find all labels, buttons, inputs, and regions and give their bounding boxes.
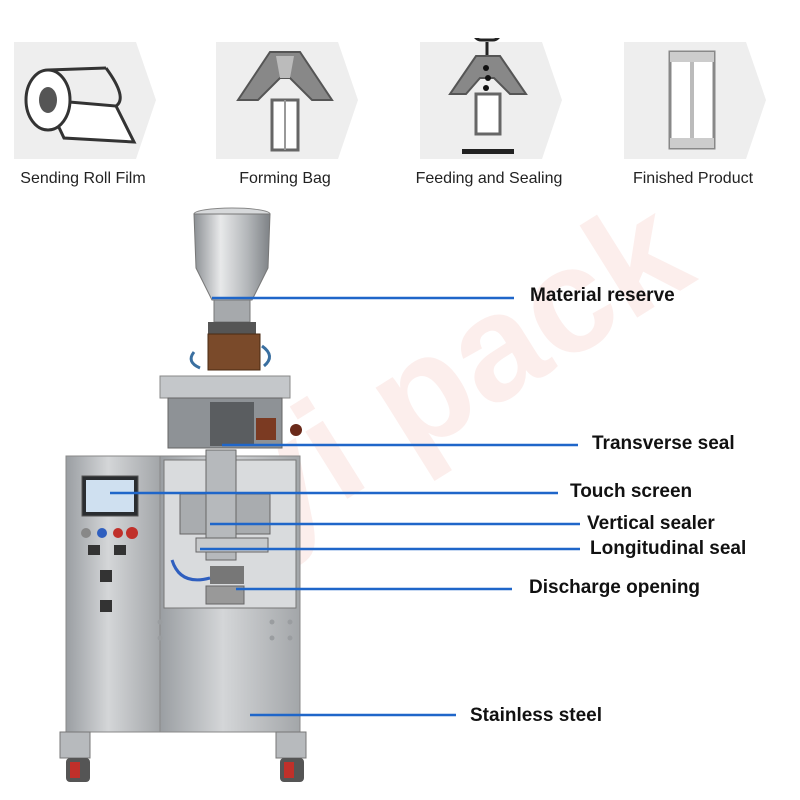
step-label: Finished Product [632,170,754,187]
step-label: Sending Roll Film [20,170,146,187]
step-feeding-and-sealing: Feeding and Sealing [414,38,564,187]
callout-material-reserve: Material reserve [530,285,675,306]
callout-vertical-sealer: Vertical sealer [587,513,715,534]
film-roll-icon [14,42,156,159]
callout-discharge-opening: Discharge opening [529,577,701,598]
callout-touch-screen: Touch screen [570,481,693,502]
callout-stainless-steel: Stainless steel [470,705,603,726]
step-finished-product: Finished Product [618,38,768,187]
callout-transverse-seal: Transverse seal [592,433,735,454]
step-sending-roll-film: Sending Roll Film [8,38,158,187]
step-forming-bag: Forming Bag [210,38,360,187]
step-label: Feeding and Sealing [415,170,563,187]
step-label: Forming Bag [239,170,331,187]
material-hopper [189,207,271,371]
callout-longitudinal-seal: Longitudinal seal [590,538,747,559]
feeding-sealing-icon [420,38,562,159]
finished-bag-icon [624,42,766,159]
forming-bag-icon [216,42,358,159]
